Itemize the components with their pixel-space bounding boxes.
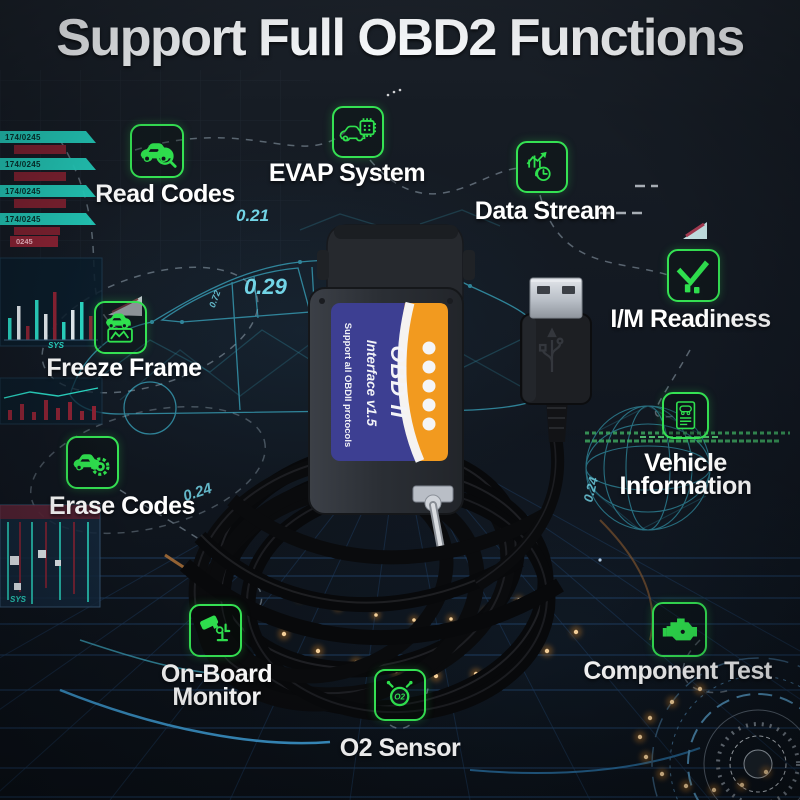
hud-readout: 174/0245 [5, 160, 41, 169]
hud-readout: 174/0245 [5, 215, 41, 224]
o2-gauge-icon: O2 [374, 669, 426, 721]
hud-left-panel [0, 131, 103, 608]
o2-icon-text: O2 [395, 693, 406, 702]
label-obd2-text: OBD II [386, 345, 411, 418]
car-chip-icon [332, 106, 384, 158]
feature-label: O2 Sensor [339, 734, 461, 762]
hud-badge: 0245 [16, 237, 33, 246]
toggle-switch [412, 485, 454, 556]
label-protocols-text: Support all OBDII protocols [342, 323, 353, 448]
feature-label: Freeze Frame [46, 354, 202, 382]
obd-connector-head [317, 224, 475, 299]
feature-label: EVAP System [268, 159, 426, 187]
scatter-number: 0.29 [244, 274, 287, 299]
hud-readout: 174/0245 [5, 187, 41, 196]
coil-front-strands [180, 494, 564, 645]
label-interface-text: Interface v1.5 [364, 340, 379, 427]
car-gear-icon [66, 436, 119, 489]
feature-label: I/M Readiness [610, 305, 771, 333]
led-indicator-dots [422, 341, 436, 431]
feature-label: Erase Codes [49, 492, 195, 520]
surveillance-camera-icon [189, 604, 242, 657]
readiness-check-icon [667, 249, 720, 302]
feature-label: Vehicle Information [619, 449, 753, 500]
page-title: Support Full OBD2 Functions [56, 9, 745, 67]
hud-readout: 174/0245 [5, 133, 41, 142]
feature-label: Data Stream [474, 197, 616, 225]
dash-marks [600, 184, 658, 215]
hud-sys-label: SYS [48, 341, 65, 350]
chart-clock-icon [516, 141, 568, 193]
car-magnifier-icon [130, 124, 184, 178]
engine-icon [652, 602, 707, 657]
adapter-body: Support all OBDII protocols Interface v1… [308, 287, 464, 515]
car-graph-icon [94, 301, 147, 354]
usb-trident-emblem [538, 327, 564, 372]
vehicle-document-icon [662, 392, 709, 439]
wireframe-globe [585, 405, 711, 531]
hud-sys-label: SYS [10, 595, 27, 604]
feature-label: On-Board Monitor [160, 660, 273, 711]
scatter-number: 0.21 [236, 206, 270, 225]
feature-label: Component Test [583, 657, 772, 685]
product-label: Support all OBDII protocols Interface v1… [331, 301, 448, 463]
feature-label: Read Codes [95, 180, 235, 208]
usb-connector [474, 277, 592, 591]
